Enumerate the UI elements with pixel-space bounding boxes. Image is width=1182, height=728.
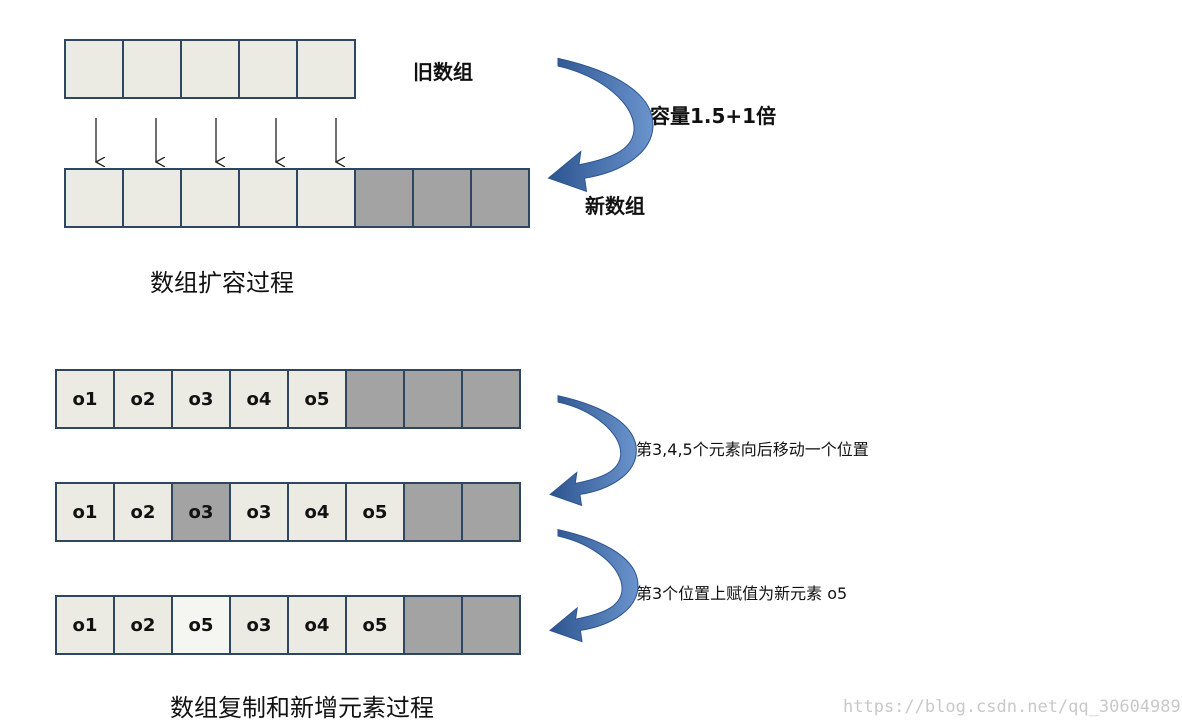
curved-arrow [548, 528, 639, 643]
array-cell: o4 [287, 595, 347, 655]
array-cell [64, 39, 124, 99]
array-cell: o4 [287, 482, 347, 542]
array-cell: o2 [113, 482, 173, 542]
array-cell [461, 482, 521, 542]
capacity-label: 容量1.5+1倍 [650, 104, 777, 128]
array-cell [470, 168, 530, 228]
array-cell [296, 168, 356, 228]
array-cell: o1 [55, 595, 115, 655]
insert-step-label: 第3个位置上赋值为新元素 o5 [636, 584, 848, 603]
array-cell [180, 39, 240, 99]
array-cell [180, 168, 240, 228]
array-cell: o4 [229, 369, 289, 429]
curved-arrow [547, 57, 654, 193]
copy-arrows [96, 118, 336, 162]
curved-arrow [549, 395, 637, 507]
old-array [64, 39, 356, 99]
array-cell: o3 [171, 369, 231, 429]
expand-caption: 数组扩容过程 [150, 269, 294, 297]
new-array [64, 168, 530, 228]
old-array-label: 旧数组 [413, 60, 473, 84]
array-cell [354, 168, 414, 228]
array-cell [122, 39, 182, 99]
array-cell [296, 39, 356, 99]
curve-arrows [547, 57, 654, 643]
array-cell [461, 369, 521, 429]
copy-insert-caption: 数组复制和新增元素过程 [170, 694, 434, 722]
watermark: https://blog.csdn.net/qq_30604989 [843, 697, 1181, 717]
array-cell [403, 482, 463, 542]
array-cell [345, 369, 405, 429]
array-cell [412, 168, 472, 228]
array-cell: o5 [345, 595, 405, 655]
array-cell: o1 [55, 369, 115, 429]
array-cell: o5 [345, 482, 405, 542]
new-array-label: 新数组 [585, 194, 645, 218]
array-cell: o5 [171, 595, 231, 655]
array-cell: o1 [55, 482, 115, 542]
shift-step-label: 第3,4,5个元素向后移动一个位置 [636, 440, 869, 459]
array-cell: o5 [287, 369, 347, 429]
array-cell [64, 168, 124, 228]
array-cell [461, 595, 521, 655]
